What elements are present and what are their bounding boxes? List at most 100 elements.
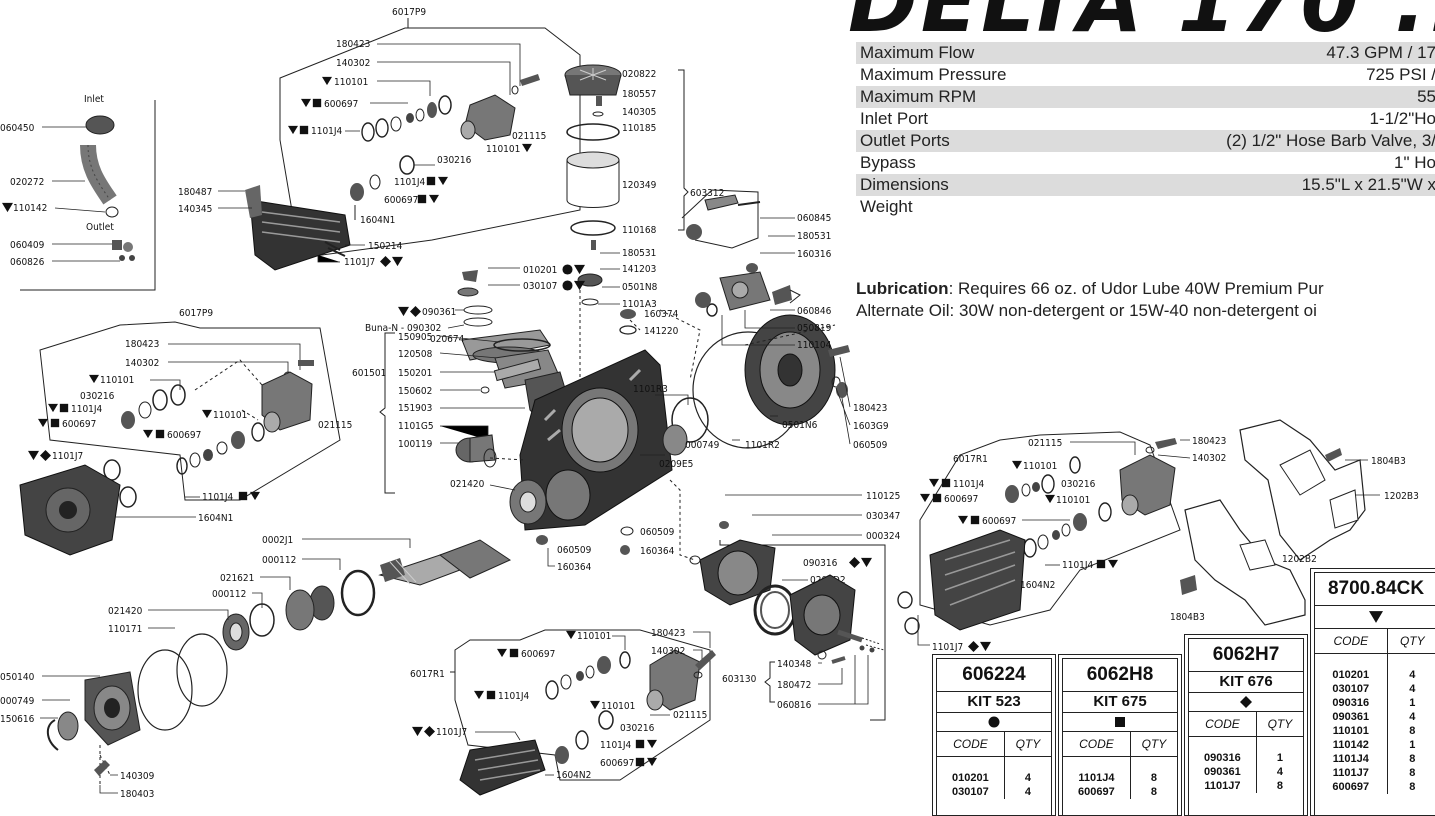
label-600697-g: 600697 xyxy=(944,494,978,505)
label-180423-d: 180423 xyxy=(651,628,685,639)
label-000324: 000324 xyxy=(866,531,901,542)
label-outlet: Outlet xyxy=(86,222,114,233)
qty-header: QTY xyxy=(1256,711,1303,737)
label-110104: 110104 xyxy=(797,340,832,351)
label-600697-b: 600697 xyxy=(384,195,418,206)
label-110101-g: 110101 xyxy=(1023,461,1057,472)
label-060826: 060826 xyxy=(10,257,45,268)
part-code: 1101J4 xyxy=(1063,771,1131,785)
label-1101R3: 1101R3 xyxy=(633,384,668,395)
label-603130: 603130 xyxy=(722,674,757,685)
label-0501N6: 0501N6 xyxy=(782,420,818,431)
part-qty: 4 xyxy=(1024,786,1031,798)
group-6017P9-top: 6017P9 180423 140302 110101 600697 1101J… xyxy=(178,7,581,271)
label-000112-b: 000112 xyxy=(212,589,246,600)
label-021420-b: 021420 xyxy=(108,606,143,617)
part-code: 090361 xyxy=(1315,710,1388,724)
spec-label: Maximum RPM xyxy=(860,87,977,106)
part-code: 600697 xyxy=(1315,780,1388,794)
label-140302-d-mid: 140302 xyxy=(651,646,685,657)
label-140348: 140348 xyxy=(777,659,812,670)
label-020822: 020822 xyxy=(622,69,656,80)
spec-row: Weight xyxy=(856,196,1435,218)
spec-value: 1" Ho xyxy=(1394,153,1435,172)
kit-name: KIT 675 xyxy=(1063,691,1177,712)
part-code: 090316 xyxy=(1315,696,1388,710)
label-1101J4-f: 1101J4 xyxy=(600,740,632,751)
label-110125: 110125 xyxy=(866,491,900,502)
diamond-icon xyxy=(1189,692,1303,711)
kit-part-number: 6062H8 xyxy=(1086,664,1154,685)
table-row: 090361 4 xyxy=(1315,710,1435,724)
group-6017P9-mid: 6017P9 180423 140302 110101 030216 1101J… xyxy=(19,308,352,556)
label-1202B2: 1202B2 xyxy=(1282,554,1317,565)
label-180472: 180472 xyxy=(777,680,811,691)
spec-value: 725 PSI / xyxy=(1366,65,1435,84)
rear-cover-group: 110125 030347 000324 090316 0208D2 60313… xyxy=(669,479,901,721)
label-160316: 160316 xyxy=(797,249,832,260)
code-header: CODE xyxy=(1189,711,1257,737)
label-1101J4-d: 1101J4 xyxy=(202,492,234,503)
label-021115-a: 021115 xyxy=(512,131,546,142)
part-qty: 8 xyxy=(1150,786,1157,798)
label-6017P9-b: 6017P9 xyxy=(179,308,213,319)
part-code: 1101J7 xyxy=(1189,779,1257,793)
label-060509-b: 060509 xyxy=(557,545,592,556)
valve-cluster-right: 060845 180531 160316 060846 050819 11010… xyxy=(681,189,832,351)
label-030216-d: 030216 xyxy=(1061,479,1096,490)
square-icon xyxy=(1063,712,1177,731)
label-110101-d: 110101 xyxy=(213,410,247,421)
label-140309: 140309 xyxy=(120,771,155,782)
part-qty: 4 xyxy=(1409,711,1416,723)
label-110101-a: 110101 xyxy=(334,77,368,88)
lubrication-line: Lubrication: Requires 66 oz. of Udor Lub… xyxy=(856,278,1435,300)
label-1202B3: 1202B3 xyxy=(1384,491,1419,502)
cover-stack: 020822 180557 140305 110185 120349 60331… xyxy=(564,64,724,470)
part-code: 090316 xyxy=(1189,751,1257,765)
label-060845: 060845 xyxy=(797,213,831,224)
spec-label: Inlet Port xyxy=(860,109,929,128)
label-0002J1: 0002J1 xyxy=(262,535,293,546)
page-title: DELTA 170 ... xyxy=(848,0,1435,51)
part-qty: 8 xyxy=(1409,753,1416,765)
lubrication-text: : Requires 66 oz. of Udor Lube 40W Premi… xyxy=(948,279,1324,298)
label-060846: 060846 xyxy=(797,306,832,317)
kit-part-number: 6062H7 xyxy=(1212,644,1280,665)
qty-header: QTY xyxy=(1130,731,1177,757)
label-050819: 050819 xyxy=(797,323,832,334)
label-100119: 100119 xyxy=(398,439,433,450)
qty-header: QTY xyxy=(1004,731,1051,757)
part-code: 010201 xyxy=(937,771,1005,785)
label-0501N8: 0501N8 xyxy=(622,282,658,293)
label-1101J4-b: 1101J4 xyxy=(394,177,426,188)
label-180487: 180487 xyxy=(178,187,212,198)
label-140302-b: 140302 xyxy=(125,358,159,369)
label-140302-e: 140302 xyxy=(1192,453,1226,464)
label-160364-b: 160364 xyxy=(640,546,675,557)
part-code: 010201 xyxy=(1315,668,1388,682)
label-030107: 030107 xyxy=(523,281,557,292)
label-140302-a: 140302 xyxy=(336,58,370,69)
crankcase: 1101R3 000749 0209E5 1101R2 0501N6 18042… xyxy=(489,309,889,531)
label-1101J7-d: 1101J7 xyxy=(932,642,963,653)
label-141220: 141220 xyxy=(644,326,679,337)
